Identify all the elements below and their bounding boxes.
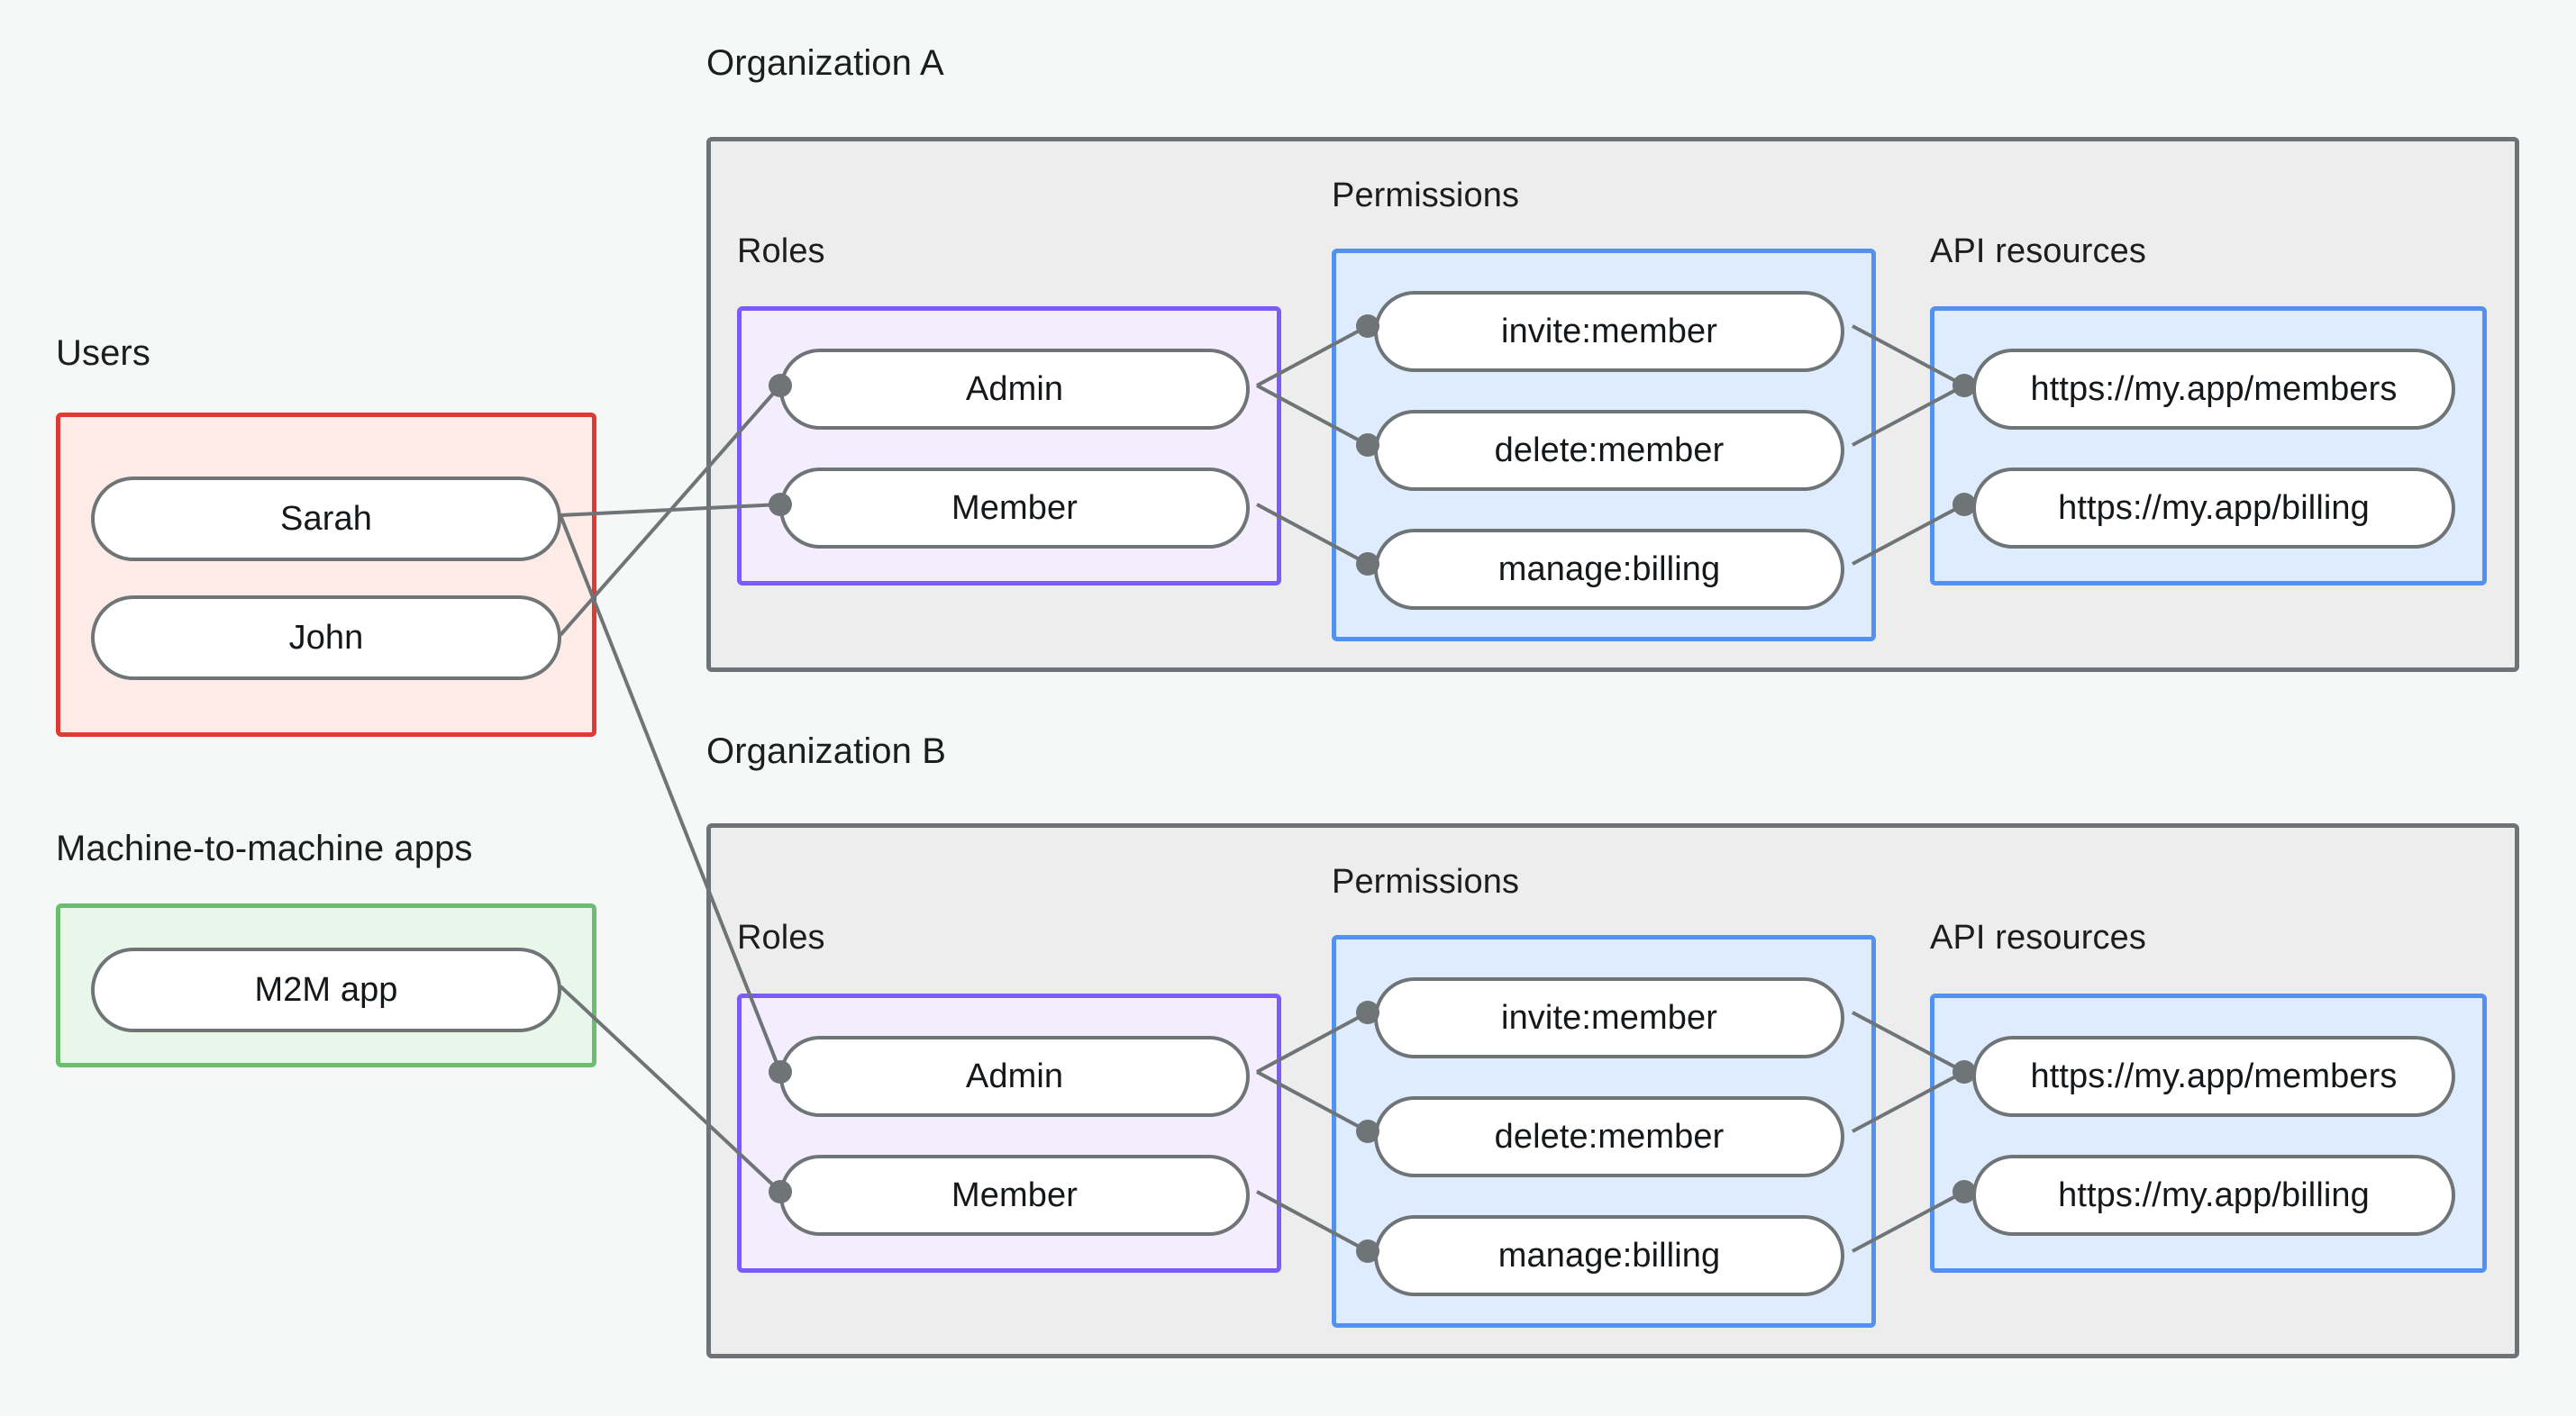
users-group-label: Users: [56, 333, 150, 373]
org-a-api-resources-label: API resources: [1930, 232, 2146, 270]
m2m-container: M2M app: [56, 903, 596, 1067]
org-a-roles-container: Admin Member: [737, 306, 1281, 585]
org-b-role-member[interactable]: Member: [779, 1155, 1250, 1236]
org-b-api-resources-container: https://my.app/members https://my.app/bi…: [1930, 994, 2487, 1273]
org-a-permissions-container: invite:member delete:member manage:billi…: [1332, 249, 1876, 641]
org-b-api-resource-billing[interactable]: https://my.app/billing: [1972, 1155, 2455, 1236]
user-node-sarah[interactable]: Sarah: [91, 477, 561, 561]
org-b-permission-manage-billing[interactable]: manage:billing: [1374, 1215, 1844, 1296]
user-node-john[interactable]: John: [91, 595, 561, 680]
org-a-role-admin[interactable]: Admin: [779, 349, 1250, 430]
m2m-group-label: Machine-to-machine apps: [56, 829, 473, 868]
org-a-role-member[interactable]: Member: [779, 467, 1250, 549]
org-a-permission-invite-member[interactable]: invite:member: [1374, 291, 1844, 372]
org-b-permissions-label: Permissions: [1332, 863, 1520, 901]
org-a-api-resource-members[interactable]: https://my.app/members: [1972, 349, 2455, 430]
m2m-node-app[interactable]: M2M app: [91, 948, 561, 1032]
org-a-permissions-label: Permissions: [1332, 177, 1520, 214]
org-b-roles-container: Admin Member: [737, 994, 1281, 1273]
organization-b-label: Organization B: [706, 731, 946, 771]
org-b-role-admin[interactable]: Admin: [779, 1036, 1250, 1117]
users-container: Sarah John: [56, 413, 596, 737]
org-a-roles-label: Roles: [737, 232, 825, 270]
org-a-api-resources-container: https://my.app/members https://my.app/bi…: [1930, 306, 2487, 585]
org-a-permission-manage-billing[interactable]: manage:billing: [1374, 529, 1844, 610]
org-b-permission-delete-member[interactable]: delete:member: [1374, 1096, 1844, 1177]
org-a-permission-delete-member[interactable]: delete:member: [1374, 410, 1844, 491]
organization-a-label: Organization A: [706, 43, 944, 83]
org-b-api-resource-members[interactable]: https://my.app/members: [1972, 1036, 2455, 1117]
org-b-permissions-container: invite:member delete:member manage:billi…: [1332, 935, 1876, 1328]
org-b-roles-label: Roles: [737, 919, 825, 957]
org-b-permission-invite-member[interactable]: invite:member: [1374, 977, 1844, 1058]
org-b-api-resources-label: API resources: [1930, 919, 2146, 957]
org-a-api-resource-billing[interactable]: https://my.app/billing: [1972, 467, 2455, 549]
